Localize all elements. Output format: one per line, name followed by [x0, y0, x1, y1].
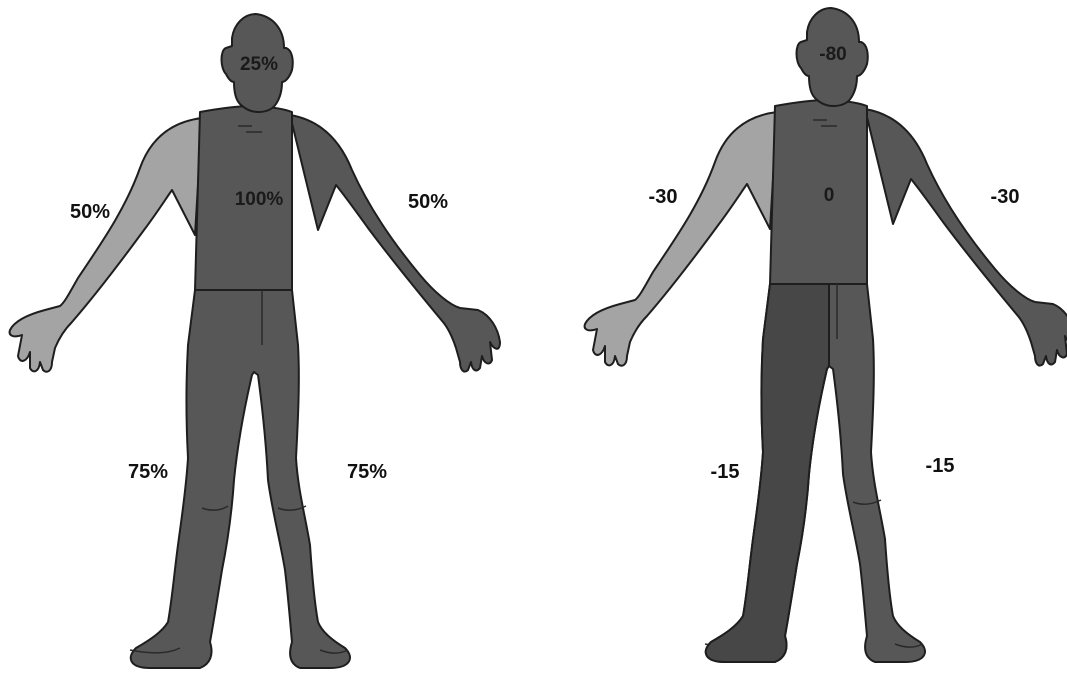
- left-left-arm-label: 50%: [408, 191, 448, 213]
- right-torso-label: 0: [824, 185, 835, 206]
- left-figure: 25% 100% 50% 50% 75% 75%: [10, 14, 500, 668]
- left-right-arm-label: 50%: [70, 201, 110, 223]
- right-right-arm-label: -30: [649, 186, 678, 208]
- right-head-label: -80: [819, 44, 846, 65]
- right-left-arm-label: -30: [991, 186, 1020, 208]
- right-figure: -80 0 -30 -30 -15 -15: [585, 8, 1067, 662]
- right-left-leg-label: -15: [926, 455, 955, 477]
- right-right-leg-label: -15: [711, 461, 740, 483]
- left-left-leg-label: 75%: [347, 461, 387, 483]
- left-right-leg-label: 75%: [128, 461, 168, 483]
- left-torso-label: 100%: [235, 189, 284, 210]
- left-head-label: 25%: [240, 54, 278, 75]
- left-figure-body: [10, 14, 500, 668]
